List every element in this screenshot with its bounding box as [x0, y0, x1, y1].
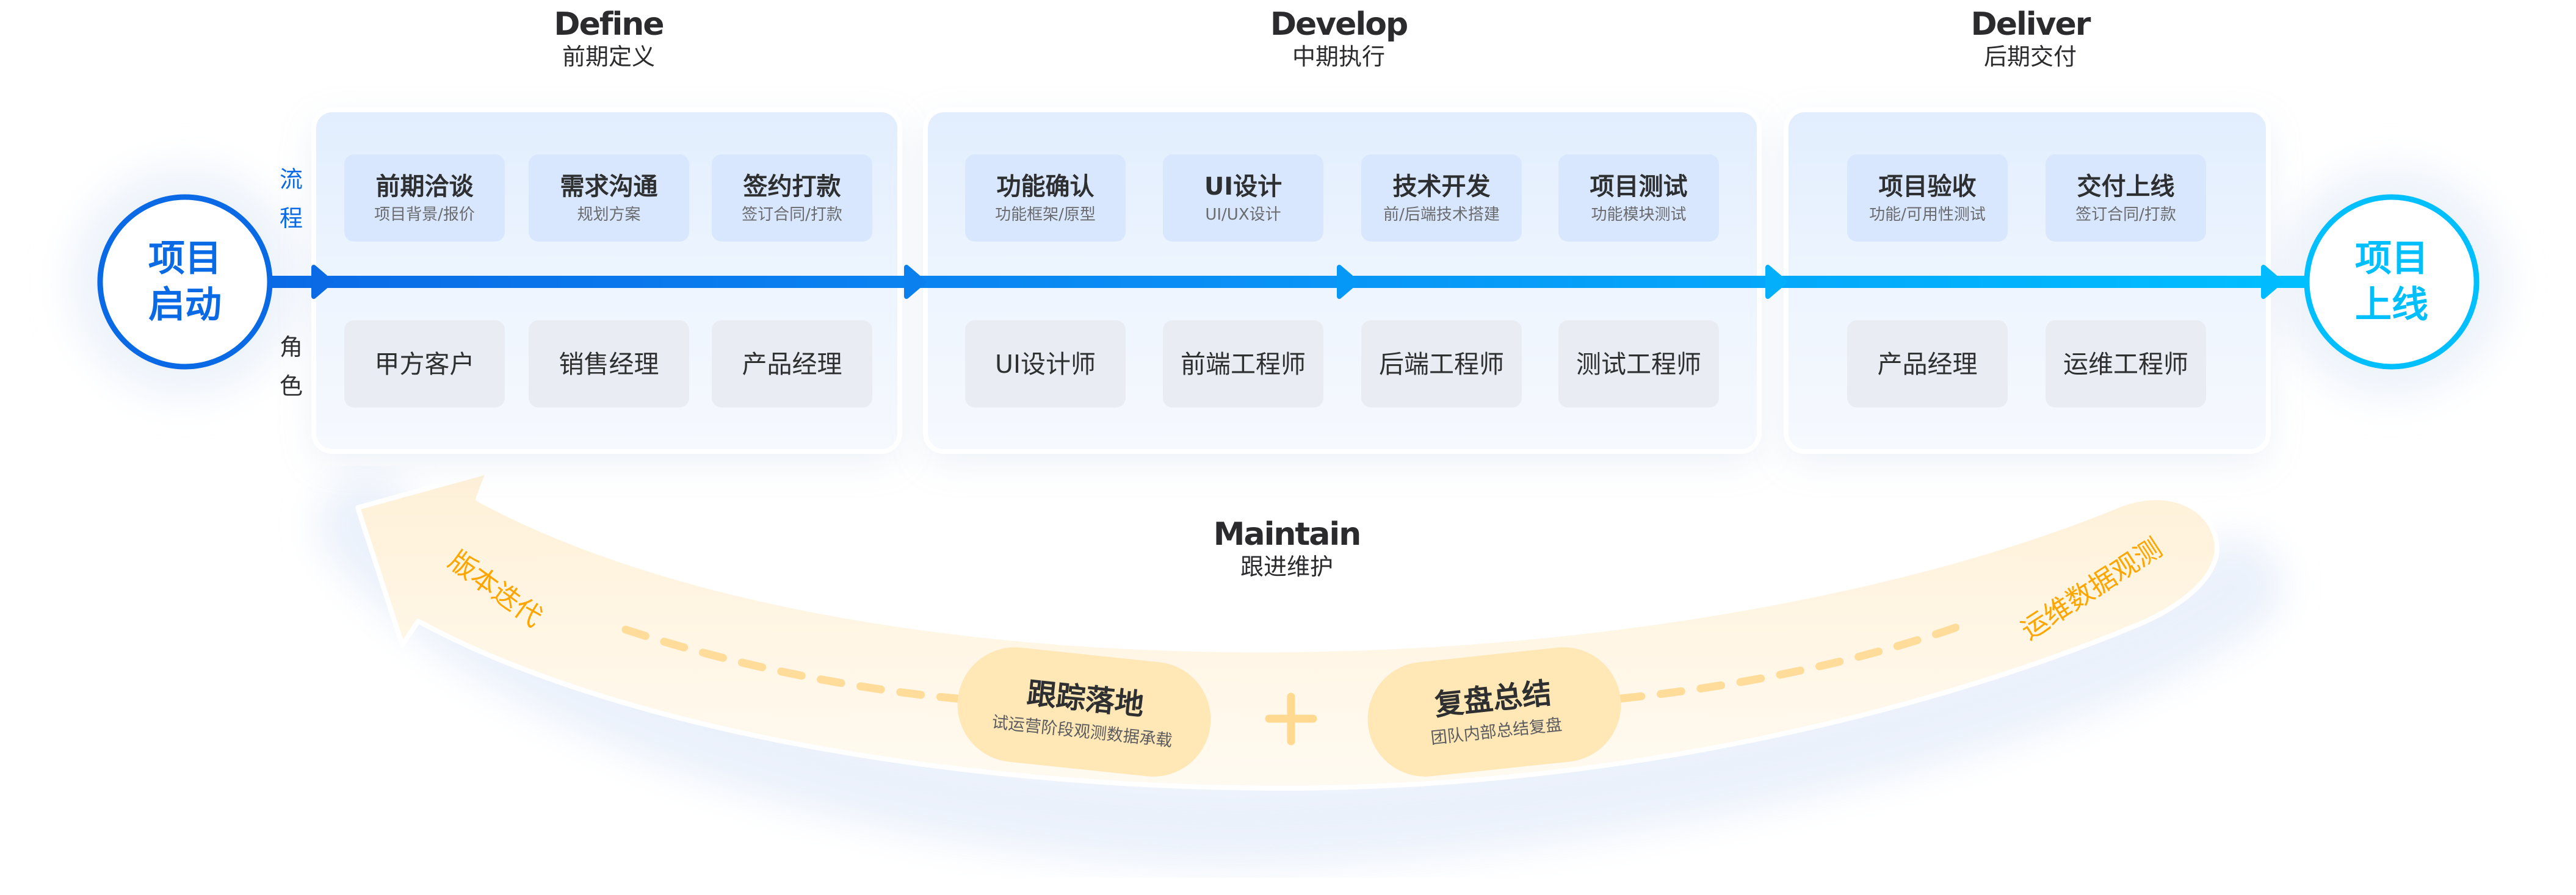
- process-card[interactable]: 需求沟通 规划方案: [529, 154, 689, 242]
- role-title: 销售经理: [559, 349, 659, 379]
- role-card[interactable]: 运维工程师: [2046, 320, 2206, 408]
- role-title: 产品经理: [742, 349, 842, 379]
- maintain-title-en: Maintain: [1213, 516, 1361, 553]
- process-card[interactable]: 前期洽谈 项目背景/报价: [344, 154, 505, 242]
- process-title: 项目验收: [1878, 172, 1977, 201]
- role-card[interactable]: 产品经理: [1847, 320, 2008, 408]
- role-card[interactable]: UI设计师: [965, 320, 1126, 408]
- role-label-char: 角: [279, 334, 303, 361]
- process-subtitle: 功能/可用性测试: [1869, 205, 1986, 224]
- phase-title-cn: 前期定义: [562, 43, 655, 70]
- process-subtitle: 签订合同/打款: [742, 205, 842, 224]
- pill-tracking-bg: [957, 647, 1211, 777]
- end-node-line: 上线: [2355, 284, 2428, 326]
- end-node-line: 项目: [2355, 237, 2428, 280]
- process-subtitle: 功能框架/原型: [995, 205, 1096, 224]
- flow-label-char: 程: [279, 205, 303, 232]
- process-subtitle: UI/UX设计: [1205, 205, 1281, 224]
- maintain-title-cn: 跟进维护: [1240, 553, 1333, 580]
- process-card[interactable]: 项目测试 功能模块测试: [1558, 154, 1719, 242]
- process-card[interactable]: 签约打款 签订合同/打款: [712, 154, 872, 242]
- flow-label: 流 程: [278, 160, 304, 238]
- maintain-title: Maintain 跟进维护: [1104, 516, 1470, 581]
- process-title: 功能确认: [996, 172, 1094, 201]
- plus-icon: [1265, 692, 1317, 746]
- process-card[interactable]: 项目验收 功能/可用性测试: [1847, 154, 2008, 242]
- role-card[interactable]: 后端工程师: [1361, 320, 1522, 408]
- role-title: 甲方客户: [374, 349, 475, 379]
- end-node[interactable]: 项目 上线: [2331, 235, 2453, 328]
- role-card[interactable]: 测试工程师: [1558, 320, 1719, 408]
- process-card[interactable]: 功能确认 功能框架/原型: [965, 154, 1126, 242]
- maintain-arc-arrow: [355, 469, 2220, 791]
- role-card[interactable]: 前端工程师: [1163, 320, 1323, 408]
- start-node-line: 启动: [148, 284, 222, 326]
- role-title: UI设计师: [994, 349, 1096, 379]
- process-subtitle: 项目背景/报价: [374, 205, 475, 224]
- phase-title-define: Define 前期定义: [425, 6, 792, 71]
- flow-label-char: 流: [279, 166, 303, 193]
- process-title: 签约打款: [743, 172, 841, 201]
- role-card[interactable]: 销售经理: [529, 320, 689, 408]
- role-title: 产品经理: [1877, 349, 1978, 379]
- start-node[interactable]: 项目 启动: [124, 235, 246, 328]
- dashed-connector-left: [621, 625, 961, 703]
- process-title: 需求沟通: [560, 172, 658, 201]
- process-card[interactable]: 交付上线 签订合同/打款: [2046, 154, 2206, 242]
- process-card[interactable]: 技术开发 前/后端技术搭建: [1361, 154, 1522, 242]
- phase-title-en: Develop: [1270, 6, 1408, 43]
- phase-title-en: Define: [554, 6, 664, 43]
- process-subtitle: 功能模块测试: [1591, 205, 1687, 224]
- role-title: 前端工程师: [1181, 349, 1306, 379]
- phase-title-cn: 中期执行: [1292, 43, 1385, 70]
- start-node-line: 项目: [148, 237, 222, 280]
- dashed-connector-right: [1616, 618, 1975, 703]
- process-title: UI设计: [1204, 172, 1283, 201]
- role-label-char: 色: [279, 373, 303, 400]
- role-card[interactable]: 产品经理: [712, 320, 872, 408]
- pill-review-bg: [1367, 647, 1621, 777]
- role-title: 测试工程师: [1576, 349, 1701, 379]
- role-card[interactable]: 甲方客户: [344, 320, 505, 408]
- phase-title-deliver: Deliver 后期交付: [1847, 6, 2213, 71]
- phase-title-en: Deliver: [1970, 6, 2091, 43]
- role-title: 后端工程师: [1379, 349, 1504, 379]
- process-title: 前期洽谈: [375, 172, 474, 201]
- process-subtitle: 前/后端技术搭建: [1383, 205, 1500, 224]
- phase-title-cn: 后期交付: [1983, 43, 2077, 70]
- process-card[interactable]: UI设计 UI/UX设计: [1163, 154, 1323, 242]
- process-subtitle: 签订合同/打款: [2075, 205, 2176, 224]
- role-label: 角 色: [278, 328, 304, 406]
- process-title: 交付上线: [2077, 172, 2175, 201]
- role-title: 运维工程师: [2063, 349, 2188, 379]
- process-title: 技术开发: [1392, 172, 1491, 201]
- phase-title-develop: Develop 中期执行: [1156, 6, 1522, 71]
- process-title: 项目测试: [1590, 172, 1688, 201]
- process-subtitle: 规划方案: [577, 205, 641, 224]
